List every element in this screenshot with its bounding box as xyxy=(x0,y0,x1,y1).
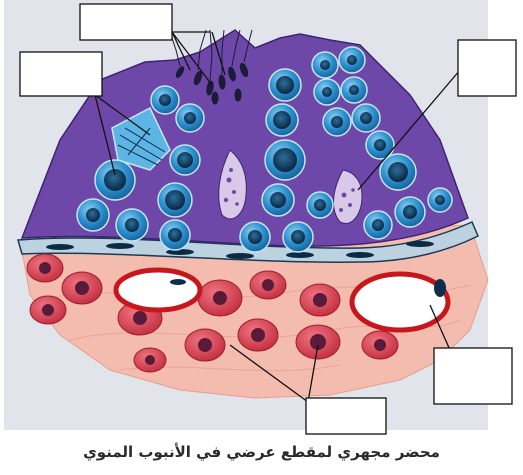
label-box-bottom-center[interactable] xyxy=(306,398,386,434)
label-box-lower-right[interactable] xyxy=(434,348,512,404)
label-box-upper-left[interactable] xyxy=(20,52,102,96)
label-box-top-left[interactable] xyxy=(80,4,172,40)
figure-caption: محضر مجهري لمقطع عرضي في الأنبوب المنوي xyxy=(0,432,523,472)
label-box-upper-right[interactable] xyxy=(458,40,516,96)
